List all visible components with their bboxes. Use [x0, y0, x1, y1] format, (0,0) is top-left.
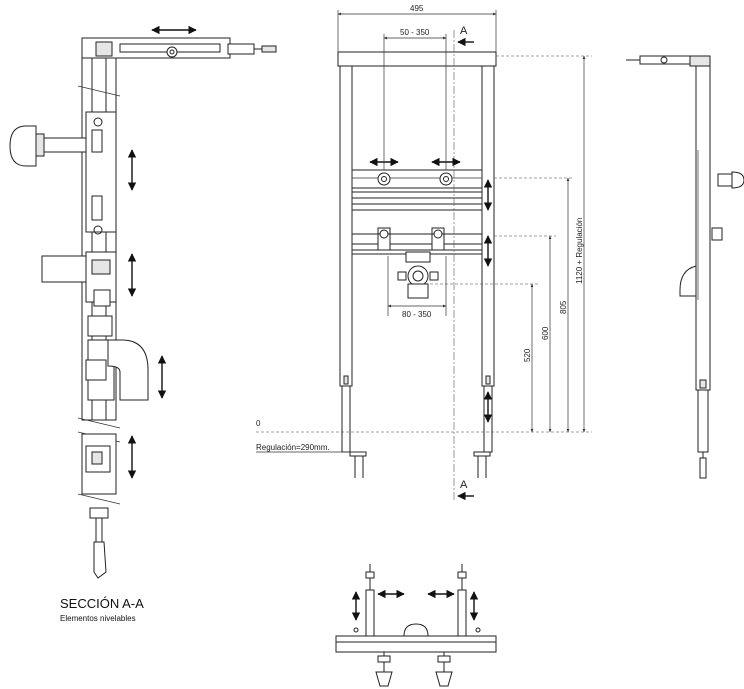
- dim-regulation: Regulación=290mm.: [256, 443, 330, 452]
- section-marker-bottom: A: [460, 479, 468, 491]
- valve-right: [424, 227, 452, 251]
- front-elevation: A A: [337, 25, 497, 501]
- dim-height-600: 600: [541, 326, 550, 340]
- dim-upper-range: 50 - 350: [400, 28, 430, 37]
- section-title: SECCIÓN A-A: [60, 596, 144, 611]
- dim-frame-width: 495: [410, 4, 424, 13]
- side-view: [626, 55, 744, 479]
- dim-height-520: 520: [523, 348, 532, 362]
- dimensions: 495 50 - 350 80 - 350 1120 + Regulación …: [256, 4, 592, 453]
- dim-lower-range: 80 - 350: [402, 310, 432, 319]
- section-marker-top: A: [460, 25, 468, 37]
- section-view: [9, 25, 277, 579]
- valve-left: [370, 227, 398, 251]
- dim-zero: 0: [256, 419, 261, 428]
- dim-height-1120: 1120 + Regulación: [575, 218, 584, 284]
- section-subtitle: Elementos nivelables: [60, 614, 136, 623]
- foot-view: [335, 564, 497, 687]
- dim-height-805: 805: [559, 300, 568, 314]
